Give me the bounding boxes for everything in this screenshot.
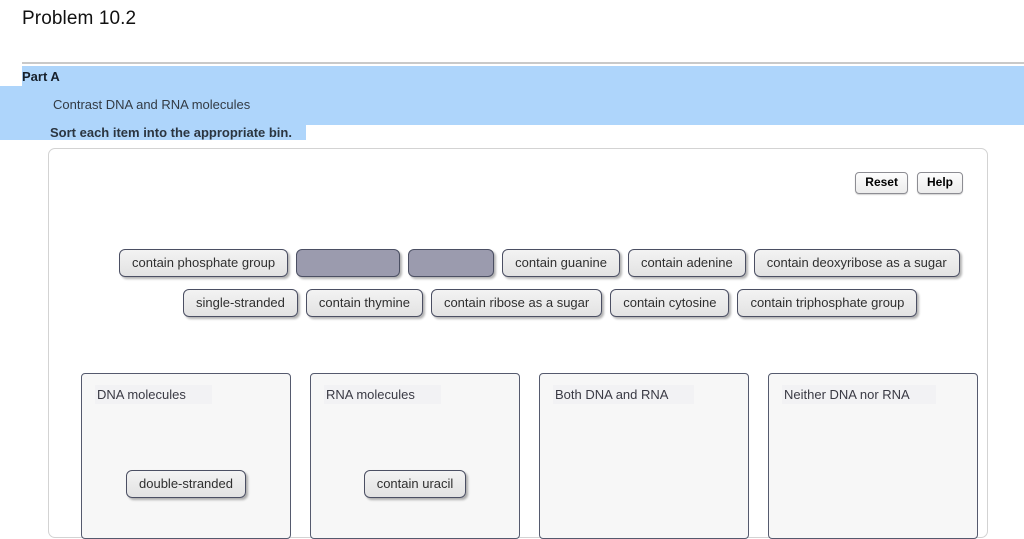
draggable-item[interactable]: contain thymine (305, 289, 423, 317)
bin-items: double-stranded (82, 470, 290, 498)
draggable-item[interactable]: contain guanine (502, 249, 620, 277)
draggable-item[interactable]: contain cytosine (610, 289, 730, 317)
part-description-highlight (0, 86, 1024, 114)
draggable-item-placeholder[interactable] (296, 249, 401, 277)
instruction-highlight (0, 125, 306, 140)
activity-panel: Reset Help contain phosphate group contai… (48, 148, 988, 539)
title-divider (22, 62, 1024, 64)
problem-page: Problem 10.2 Part A Contrast DNA and RNA… (0, 8, 1024, 539)
bin-label: RNA molecules (324, 385, 441, 404)
draggable-item-placeholder[interactable] (408, 249, 495, 277)
page-title: Problem 10.2 (22, 8, 137, 29)
binned-item[interactable]: double-stranded (126, 470, 246, 498)
reset-button[interactable]: Reset (855, 172, 908, 194)
binned-item[interactable]: contain uracil (363, 470, 467, 498)
draggable-item[interactable]: contain phosphate group (119, 249, 289, 277)
drop-bin[interactable]: Both DNA and RNA (539, 373, 749, 539)
bin-container: DNA molecules double-stranded RNA molecule… (81, 373, 978, 539)
bin-items: contain uracil (311, 470, 519, 498)
part-label: Part A (22, 69, 60, 84)
sort-instruction: Sort each item into the appropriate bin. (50, 125, 292, 140)
part-description: Contrast DNA and RNA molecules (53, 97, 251, 112)
draggable-item[interactable]: contain triphosphate group (737, 289, 918, 317)
draggable-item[interactable]: contain adenine (627, 249, 746, 277)
help-button[interactable]: Help (916, 172, 963, 194)
bin-label: Both DNA and RNA (553, 385, 695, 404)
bin-label: Neither DNA nor RNA (782, 385, 936, 404)
part-label-highlight (22, 66, 1024, 86)
draggable-item[interactable]: single-stranded (183, 289, 298, 317)
drop-bin[interactable]: Neither DNA nor RNA (768, 373, 978, 539)
bin-label: DNA molecules (95, 385, 212, 404)
panel-toolbar: Reset Help (855, 172, 963, 194)
draggable-item[interactable]: contain ribose as a sugar (430, 289, 603, 317)
draggable-item[interactable]: contain deoxyribose as a sugar (753, 249, 960, 277)
drop-bin[interactable]: RNA molecules contain uracil (310, 373, 520, 539)
instruction-highlight-upper (0, 114, 1024, 125)
drop-bin[interactable]: DNA molecules double-stranded (81, 373, 291, 539)
